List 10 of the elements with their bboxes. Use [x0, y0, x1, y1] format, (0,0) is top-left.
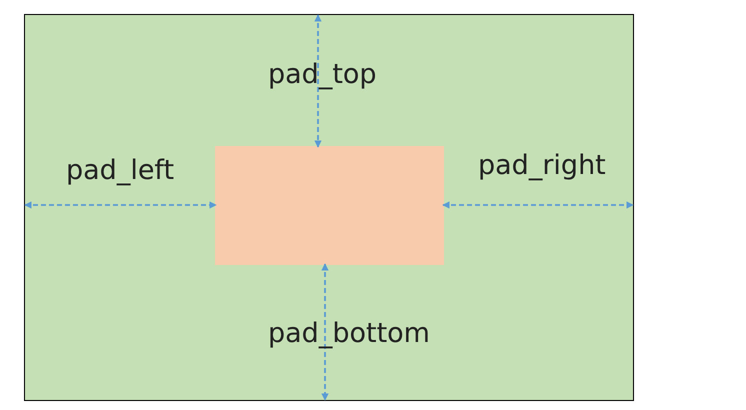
dimension-label: pad_bottom	[268, 320, 430, 347]
inner-content-box	[215, 146, 444, 265]
dimension-label: pad_right	[478, 152, 606, 179]
dimension-label: pad_top	[268, 61, 377, 88]
double-arrow	[442, 201, 634, 209]
double-arrow	[314, 14, 322, 148]
double-arrow	[321, 263, 329, 401]
outer-container-box	[24, 14, 634, 401]
dimension-label: pad_left	[66, 157, 174, 184]
double-arrow	[24, 201, 217, 209]
